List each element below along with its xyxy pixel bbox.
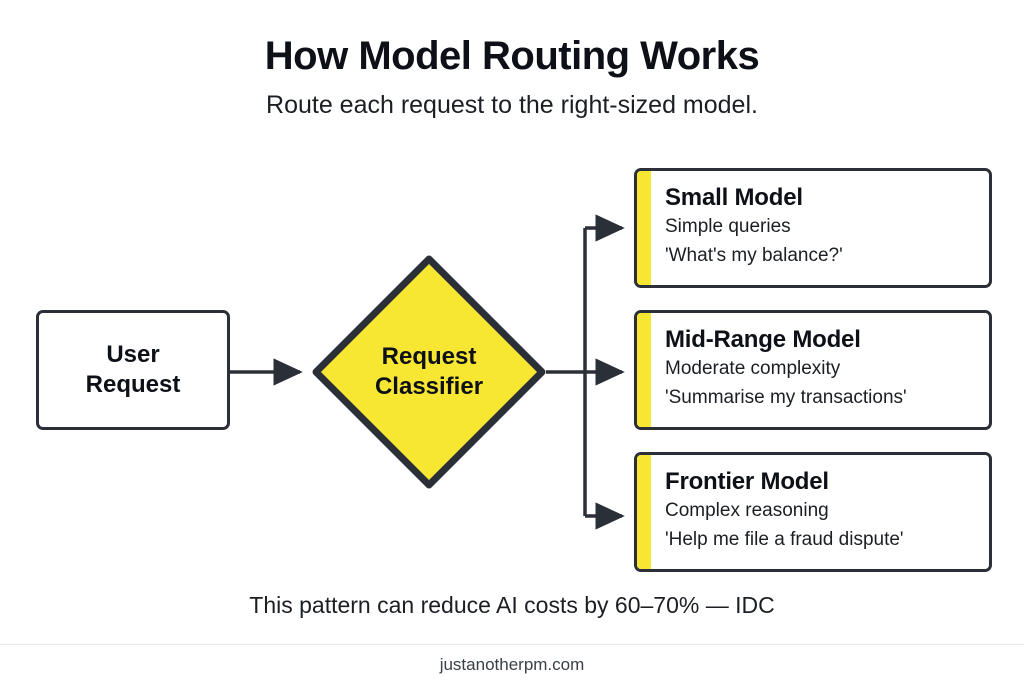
header: How Model Routing Works Route each reque… (0, 34, 1024, 120)
card-title: Mid-Range Model (665, 326, 861, 353)
node-request-classifier[interactable]: Request Classifier (312, 255, 546, 489)
watermark-source: justanotherpm.com (439, 655, 585, 674)
card-example: 'Help me file a fraud dispute' (665, 529, 904, 551)
node-request-classifier-label: Request Classifier (374, 343, 484, 400)
card-small-model[interactable]: Small Model Simple queries 'What's my ba… (634, 168, 992, 288)
node-user-request[interactable]: User Request (36, 310, 230, 430)
diamond-shape-icon (312, 255, 546, 489)
card-description: Simple queries (665, 216, 791, 238)
accent-bar (637, 313, 651, 427)
card-title: Frontier Model (665, 468, 829, 495)
card-example: 'What's my balance?' (665, 245, 843, 267)
card-body: Small Model Simple queries 'What's my ba… (651, 171, 989, 285)
page-subtitle: Route each request to the right-sized mo… (266, 91, 758, 119)
card-example: 'Summarise my transactions' (665, 387, 907, 409)
footer-divider (0, 644, 1024, 645)
card-body: Mid-Range Model Moderate complexity 'Sum… (651, 313, 989, 427)
footnote-stat: This pattern can reduce AI costs by 60–7… (249, 592, 775, 618)
card-body: Frontier Model Complex reasoning 'Help m… (651, 455, 989, 569)
card-mid-range-model[interactable]: Mid-Range Model Moderate complexity 'Sum… (634, 310, 992, 430)
accent-bar (637, 171, 651, 285)
node-user-request-label: User Request (85, 341, 181, 398)
card-title: Small Model (665, 184, 803, 211)
card-description: Moderate complexity (665, 358, 841, 380)
card-frontier-model[interactable]: Frontier Model Complex reasoning 'Help m… (634, 452, 992, 572)
page-title: How Model Routing Works (264, 34, 760, 78)
card-description: Complex reasoning (665, 500, 829, 522)
accent-bar (637, 455, 651, 569)
